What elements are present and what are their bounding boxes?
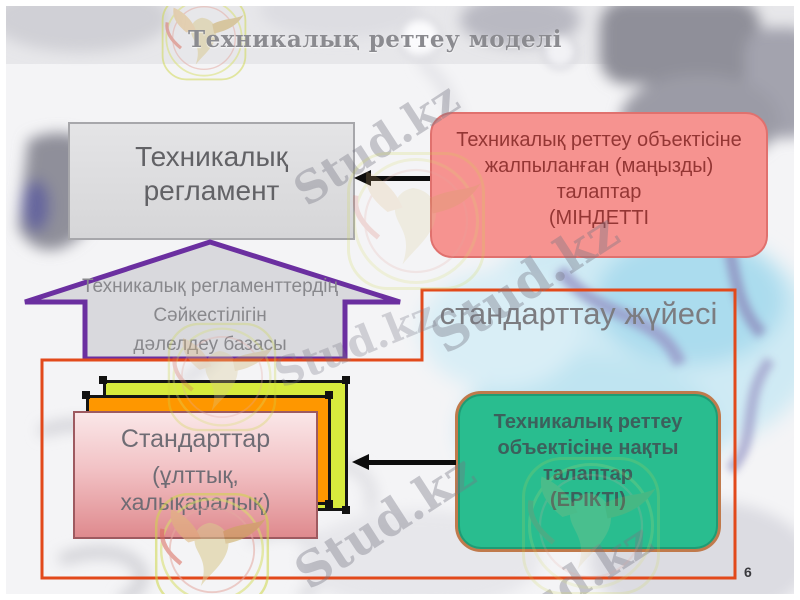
standards-line: халықаралық) [120,489,271,515]
standards-line: (ұлттық, [152,462,239,488]
conformity-line: Сәйкестілігін [153,305,267,326]
corner-handle-decoration [325,391,333,399]
standardization-system-label: стандарттау жүйесі [439,296,718,331]
mandatory-line: жалпыланған (маңызды) [484,155,714,177]
voluntary-requirements-box: Техникалық реттеу объектісіне нақты тала… [455,391,721,552]
page-title: Техникалық реттеу моделі [187,26,563,53]
connector-arrow-left-icon [354,170,430,186]
mandatory-line: Техникалық реттеу объектісіне [456,129,742,151]
voluntary-line: объектісіне нақты [497,437,679,459]
corner-handle-decoration [99,376,107,384]
voluntary-line: талаптар [543,463,633,485]
mandatory-line: талаптар [556,181,642,203]
arrow-shaft [365,176,430,181]
connector-arrow-left-icon [352,454,456,470]
mandatory-line: (МІНДЕТТІ [548,207,650,229]
arrow-shaft [363,460,456,465]
tech-regulation-box: Техникалық регламент [68,122,355,240]
page-number: 6 [744,564,752,580]
arrow-head [352,454,369,470]
standards-line: Стандарттар [120,425,271,453]
tech-regulation-line: регламент [143,175,280,206]
voluntary-line: (ЕРІКТІ) [549,489,627,511]
corner-handle-decoration [342,506,350,514]
conformity-line: Техникалық регламенттердің [81,276,339,297]
arrow-head [354,170,371,186]
voluntary-line: Техникалық реттеу [493,411,683,433]
corner-handle-decoration [342,376,350,384]
corner-handle-decoration [82,391,90,399]
standards-front-box: Стандарттар (ұлттық, халықаралық) [73,411,318,539]
mandatory-requirements-box: Техникалық реттеу объектісіне жалпыланға… [430,112,768,258]
corner-handle-decoration [325,500,333,508]
conformity-line: дәлелдеу базасы [133,334,287,355]
conformity-proof-label: Техникалық регламенттердің Сәйкестілігін… [60,272,360,359]
tech-regulation-line: Техникалық [135,141,288,172]
